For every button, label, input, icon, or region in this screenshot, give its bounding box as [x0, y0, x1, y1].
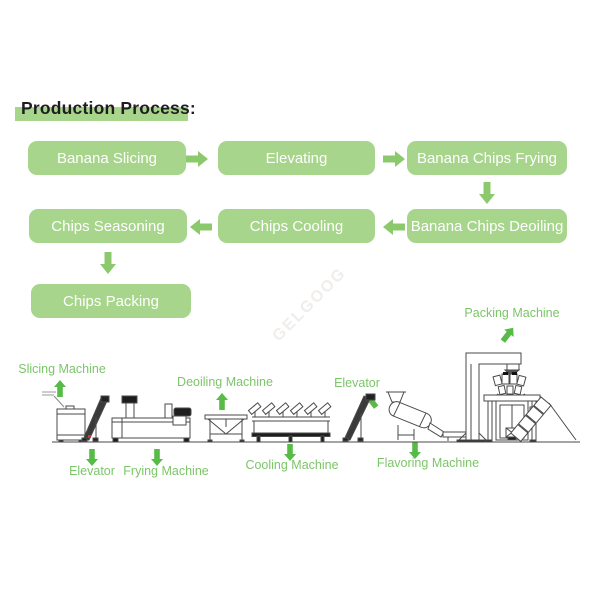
cooling-fans [247, 402, 332, 417]
flow-step-banana-chips-frying: Banana Chips Frying [407, 141, 567, 175]
cooling-machine-drawing [247, 402, 332, 443]
arrow-up-icon [216, 393, 228, 410]
deoiling-machine-drawing [204, 414, 248, 443]
flow-step-label: Chips Cooling [249, 217, 344, 235]
slicing-machine-drawing [42, 391, 86, 443]
elevator-2-drawing [342, 393, 376, 442]
flow-step-chips-cooling: Chips Cooling [218, 209, 375, 243]
page-title: Production Process: [21, 98, 196, 118]
title-highlight-bar [15, 107, 188, 121]
flow-step-chips-seasoning: Chips Seasoning [29, 209, 187, 243]
label-deoiling-machine: Deoiling Machine [177, 375, 273, 389]
arrow-up-right-icon [498, 324, 518, 345]
label-slicing-machine: Slicing Machine [18, 362, 106, 376]
arrow-down-icon [284, 444, 296, 461]
flow-step-label: Elevating [265, 149, 328, 167]
arrow-down-icon [479, 182, 495, 204]
label-packing-machine: Packing Machine [464, 306, 560, 320]
arrow-down-icon [86, 449, 98, 466]
flow-step-chips-packing: Chips Packing [31, 284, 191, 318]
arrow-left-icon [190, 219, 212, 235]
label-cooling-machine: Cooling Machine [245, 458, 339, 472]
label-frying-machine: Frying Machine [123, 464, 209, 478]
arrow-down-icon [151, 449, 163, 466]
label-elevator-1: Elevator [69, 464, 115, 478]
label-elevator-2: Elevator [334, 376, 380, 390]
multihead-weigher [492, 369, 527, 402]
arrow-down-icon [100, 252, 116, 274]
elevator-1-drawing [81, 395, 110, 442]
production-line-drawing [42, 352, 580, 443]
ladder-drawing [510, 396, 577, 443]
flavoring-machine-drawing [386, 391, 478, 441]
arrow-down-icon [409, 442, 421, 459]
arrow-left-icon [383, 219, 405, 235]
flow-step-label: Chips Packing [63, 292, 159, 310]
label-flavoring-machine: Flavoring Machine [376, 456, 480, 470]
arrow-right-icon [383, 151, 405, 167]
arrow-right-icon [186, 151, 208, 167]
arrow-up-icon [54, 380, 66, 397]
flow-step-label: Banana Slicing [56, 149, 158, 167]
flow-step-label: Banana Chips Deoiling [410, 217, 564, 235]
flow-step-label: Chips Seasoning [51, 217, 165, 235]
flow-step-banana-chips-deoiling: Banana Chips Deoiling [407, 209, 567, 243]
flow-step-elevating: Elevating [218, 141, 375, 175]
frying-machine-drawing [111, 395, 192, 443]
flow-step-label: Banana Chips Frying [416, 149, 558, 167]
flow-step-banana-slicing: Banana Slicing [28, 141, 186, 175]
